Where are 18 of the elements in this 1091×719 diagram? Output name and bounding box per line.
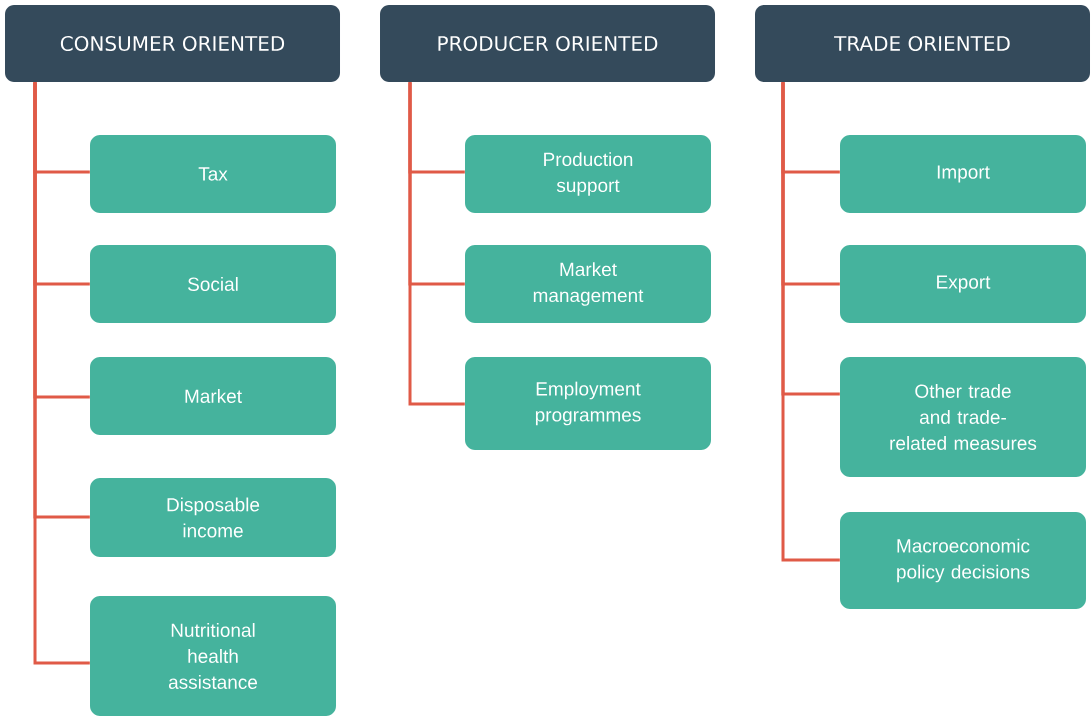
connector-line: [781, 82, 840, 562]
connector-line: [408, 82, 465, 406]
category-box: Other trade and trade-related measures: [840, 357, 1086, 477]
category-box: Production support: [465, 135, 711, 213]
category-box: Nutritional health assistance: [90, 596, 336, 716]
category-box: Market: [90, 357, 336, 435]
category-header: TRADE ORIENTED: [755, 5, 1090, 82]
category-header: CONSUMER ORIENTED: [5, 5, 340, 82]
category-box: Macroeconomic policy decisions: [840, 512, 1086, 609]
category-header: PRODUCER ORIENTED: [380, 5, 715, 82]
category-box: Tax: [90, 135, 336, 213]
category-box: Import: [840, 135, 1086, 213]
category-box: Export: [840, 245, 1086, 323]
category-box: Social: [90, 245, 336, 323]
category-box: Market management: [465, 245, 711, 323]
category-box: Disposable income: [90, 478, 336, 557]
connector-line: [33, 82, 90, 665]
category-box: Employment programmes: [465, 357, 711, 450]
